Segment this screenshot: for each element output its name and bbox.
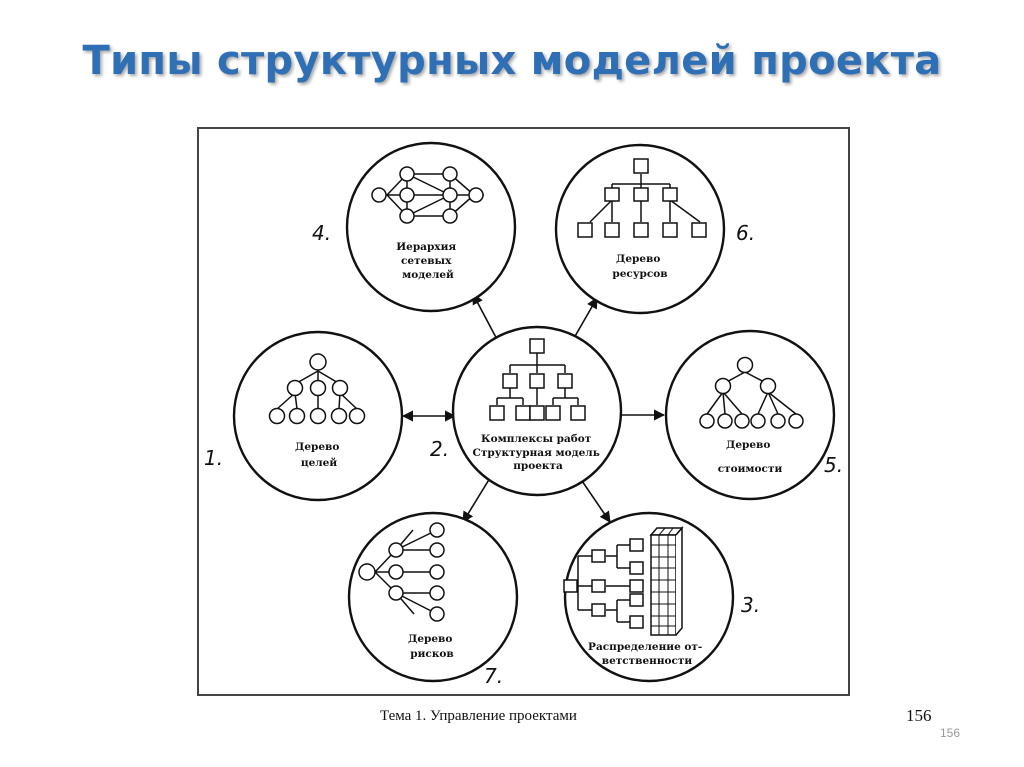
risks-label-line-1: Дерево [408, 633, 452, 645]
risks-label-line-2: рисков [410, 648, 453, 660]
svg-text:Дерево стоимости: Дерево стоимости [718, 439, 783, 475]
goals-label-line-2: целей [301, 457, 338, 469]
responsibility-label-line-1: Распределение от- [588, 641, 702, 653]
node-numbers: 1. 2. 4. 6. 5. 3. 7. [204, 221, 843, 688]
arrow-risks [462, 477, 491, 523]
resources-tree [577, 158, 707, 238]
svg-text:Дерево ресурсов: Дерево ресурсов [612, 253, 667, 280]
number-networks: 4. [312, 221, 331, 245]
goals-label-line-1: Дерево [295, 441, 339, 453]
network-hierarchy-graphic [371, 166, 484, 224]
number-goals: 1. [204, 446, 223, 470]
svg-text:Иерархия сетевых м: Иерархия сетевых моделей [396, 241, 460, 281]
number-resources: 6. [736, 221, 755, 245]
risks-tree [358, 522, 445, 622]
arrow-networks [472, 293, 501, 346]
svg-text:Комплексы работ Структур: Комплексы работ Структурная модель проек… [473, 433, 604, 472]
cost-label-line-2: стоимости [718, 463, 783, 475]
center-label-line-3: проекта [513, 460, 563, 472]
networks-label-line-1: Иерархия [396, 241, 456, 253]
networks-label-line-3: моделей [402, 269, 454, 281]
resources-label-line-1: Дерево [616, 253, 660, 265]
responsibility-matrix [563, 525, 684, 636]
circle-networks [345, 141, 517, 313]
center-label-line-1: Комплексы работ [481, 433, 592, 445]
circle-responsibility [563, 511, 735, 683]
arrow-responsibility [579, 477, 611, 523]
footer-page-number: 156 [906, 706, 932, 725]
slide-title: Типы структурных моделей проекта [82, 38, 942, 84]
cost-tree [699, 356, 804, 429]
svg-text:Распределение от- ветств: Распределение от- ветственности [588, 641, 706, 667]
number-center: 2. [430, 437, 449, 461]
slide-number: 156 [940, 726, 961, 740]
resources-label-line-2: ресурсов [612, 268, 667, 280]
svg-text:Дерево целей: Дерево целей [295, 441, 343, 469]
goals-tree [268, 353, 366, 425]
center-label-line-2: Структурная модель [473, 447, 600, 459]
footer-topic: Тема 1. Управление проектами [380, 708, 577, 724]
circle-cost [664, 329, 836, 501]
center-box-tree [489, 338, 586, 421]
connectors [401, 293, 666, 523]
number-responsibility: 3. [741, 593, 760, 617]
networks-label-line-2: сетевых [401, 255, 452, 267]
node-labels: Комплексы работ Структурная модель проек… [295, 241, 782, 667]
cost-label-line-1: Дерево [726, 439, 770, 451]
number-cost: 5. [824, 453, 843, 477]
svg-text:Дерево рисков: Дерево рисков [408, 633, 456, 660]
responsibility-label-line-2: ветственности [602, 655, 693, 667]
number-risks: 7. [484, 664, 503, 688]
